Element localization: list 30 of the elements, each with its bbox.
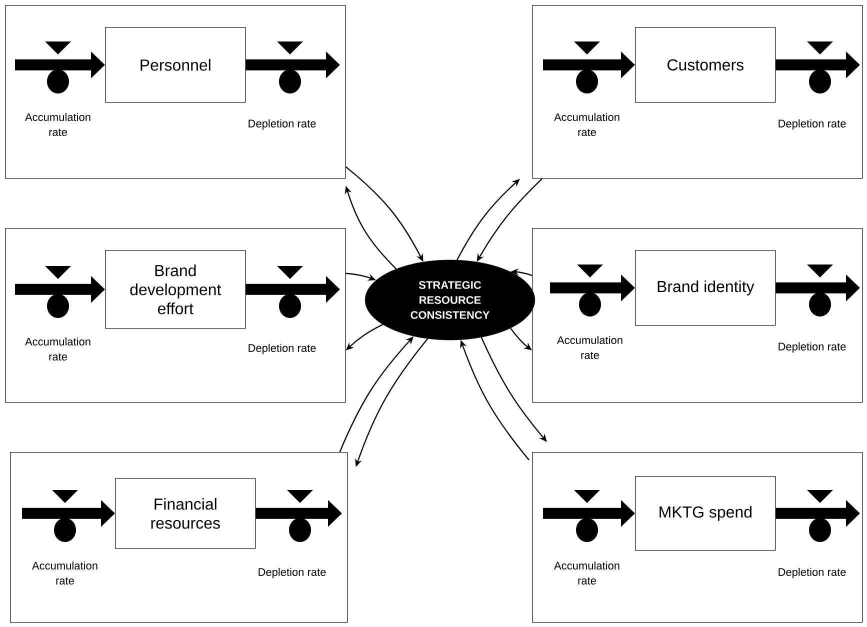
stock-label: Brand identity (658, 280, 754, 296)
rate-label: Accumulation rate (557, 336, 622, 360)
panel-box (532, 5, 863, 179)
stock-label: Brand development effort (130, 264, 222, 314)
stock-box (115, 478, 256, 549)
panel-box (532, 228, 863, 403)
panel-box (5, 5, 346, 179)
stock-label: MKTG spend (660, 506, 752, 521)
panel-box (5, 228, 346, 403)
panel-box (532, 452, 863, 623)
stock-label: Financial resources (151, 498, 220, 529)
rate-label: Accumulation rate (25, 112, 90, 136)
stock-label: Personnel (140, 59, 210, 71)
rate-label: Accumulation rate (554, 561, 620, 585)
stock-label: Customers (668, 59, 744, 71)
rate-label: Depletion rate (248, 344, 316, 354)
stock-box (105, 27, 246, 103)
rate-label: Depletion rate (248, 119, 316, 130)
rate-label: Accumulation rate (25, 337, 90, 361)
rate-label: Depletion rate (778, 568, 846, 578)
rate-label: Accumulation rate (32, 561, 98, 585)
stock-box (635, 476, 776, 551)
stock-box (635, 27, 776, 103)
rate-label: Accumulation rate (554, 112, 620, 136)
stock-box (105, 250, 246, 329)
panel-box (10, 452, 348, 623)
stock-box (635, 250, 776, 326)
rate-label: Depletion rate (778, 119, 846, 130)
rate-label: Depletion rate (258, 568, 326, 578)
rate-label: Depletion rate (778, 342, 846, 353)
